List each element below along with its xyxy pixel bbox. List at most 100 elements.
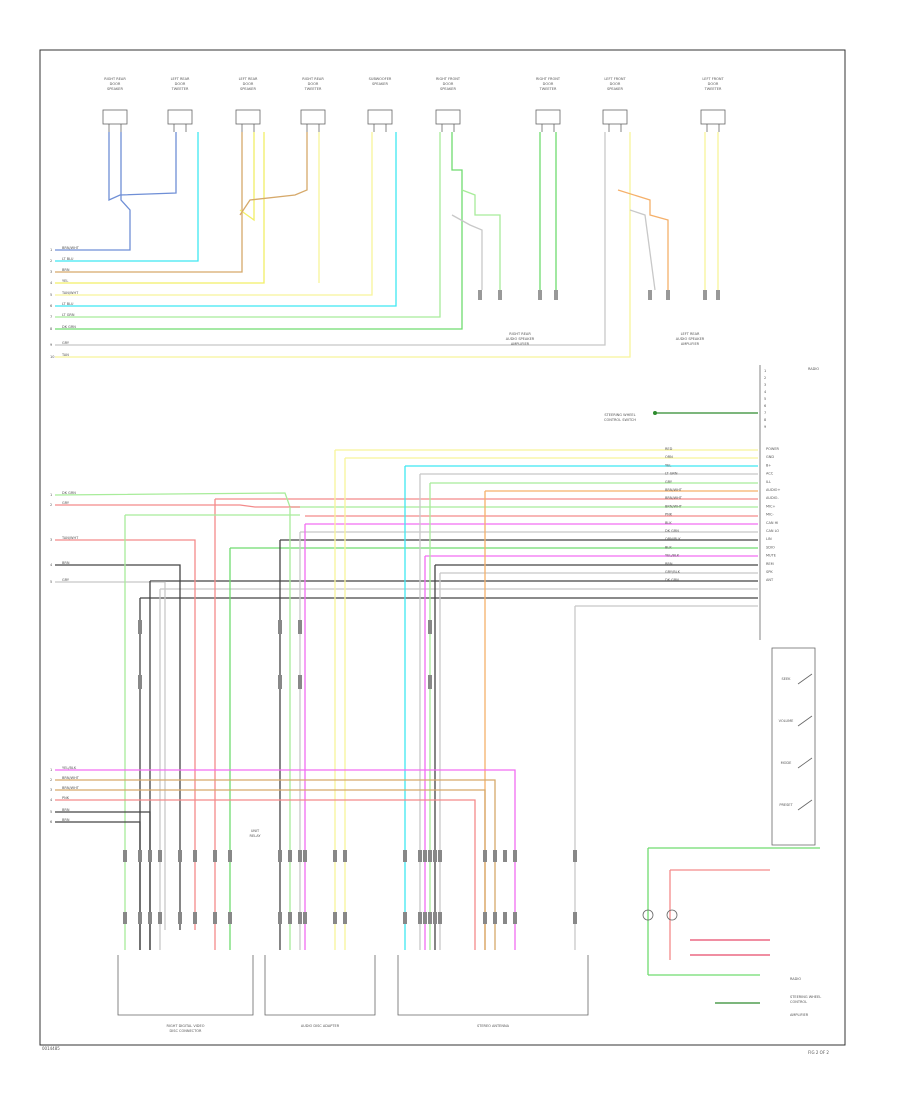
connector: [438, 850, 442, 862]
pin-number: 7: [764, 411, 766, 415]
lower-left-label: BRN: [62, 808, 70, 812]
lower-left-label: BRN/WHT: [62, 776, 80, 780]
module-label: AUDIO DISC ADAPTER: [301, 1024, 340, 1028]
pin-number: 8: [50, 327, 52, 331]
wire-label: LT BLU: [62, 257, 74, 261]
pin-number: 4: [50, 798, 53, 802]
pin-number: 9: [764, 425, 766, 429]
wire-lower: [55, 799, 476, 950]
connector: [288, 912, 292, 924]
connector: [278, 850, 282, 862]
connector: [303, 850, 307, 862]
connector: [493, 912, 497, 924]
lower-left-label: PNK: [62, 796, 70, 800]
connector: [333, 850, 337, 862]
connector: [123, 912, 127, 924]
connector: [213, 912, 217, 924]
connector: [438, 912, 442, 924]
connector: [716, 290, 720, 300]
connector: [298, 675, 302, 689]
right-pin-function: ACC: [766, 472, 774, 476]
connector: [138, 912, 142, 924]
right-wire-label: LT GRN: [665, 472, 678, 476]
wire-tan: [239, 132, 308, 216]
connector: [483, 850, 487, 862]
right-wire-label: PNK: [665, 513, 673, 517]
right-pin-function: REM: [766, 562, 774, 566]
connector: [433, 912, 437, 924]
wire-light-green: [54, 492, 291, 508]
wire-green: [55, 132, 463, 330]
right-pin-function: MIC+: [766, 504, 775, 508]
right-pin-function: AUDIO-: [766, 496, 780, 500]
wire-light-yellow: [55, 132, 373, 296]
connector: [178, 850, 182, 862]
connector: [503, 912, 507, 924]
wire-lower: [55, 821, 141, 950]
connector: [138, 620, 142, 634]
right-wire-label: GRY/BLK: [665, 570, 681, 574]
right-wire-label: DK GRN: [665, 578, 679, 582]
pin-number: 1: [50, 493, 52, 497]
wire-label: DK GRN: [62, 325, 76, 329]
pin-number: 1: [50, 768, 52, 772]
pin-number: 4: [50, 281, 53, 285]
connector: [554, 290, 558, 300]
wire-tan: [55, 132, 243, 273]
right-pin-function: CAN HI: [766, 521, 778, 525]
right-pin-function: MUTE: [766, 554, 776, 558]
connector: [573, 850, 577, 862]
right-pin-function: SPK: [766, 570, 773, 574]
right-pin-function: POWER: [766, 447, 780, 451]
switch-label: SEEK: [782, 677, 792, 681]
switch-label: VOLUME: [779, 719, 794, 723]
connector: [423, 850, 427, 862]
connector: [193, 912, 197, 924]
footer-code: 0014485: [42, 1046, 60, 1051]
pin-number: 2: [764, 376, 766, 380]
wire-label: LT BLU: [62, 302, 74, 306]
connector: [178, 912, 182, 924]
pin-number: 3: [50, 788, 52, 792]
pin-number: 4: [50, 563, 53, 567]
right-pin-function: AUDIO+: [766, 488, 780, 492]
connector: [138, 850, 142, 862]
connector: [193, 850, 197, 862]
wire-lower: [55, 769, 516, 950]
wire-layer: [54, 132, 820, 1004]
right-note: AMPLIFIER: [790, 1013, 809, 1017]
right-pin-function: ANT: [766, 578, 774, 582]
pin-number: 6: [764, 404, 766, 408]
connector: [513, 850, 517, 862]
wire-light-yellow: [55, 132, 631, 358]
right-pin-function: ILL: [766, 480, 771, 484]
wire-lower: [55, 779, 496, 950]
connector: [288, 850, 292, 862]
wire-blue: [55, 132, 131, 251]
lower-left-label: BRN: [62, 818, 70, 822]
mid-left-label: BRN: [62, 561, 70, 565]
connector: [298, 912, 302, 924]
right-wire-label: BRN: [665, 562, 673, 566]
connector: [343, 912, 347, 924]
wire-label: TAN/WHT: [61, 291, 79, 295]
connector: [158, 912, 162, 924]
wire-label: GRY: [62, 341, 70, 345]
wire-light-green: [55, 132, 441, 318]
mid-left-label: GRY: [62, 501, 70, 505]
pin-number: 3: [764, 383, 766, 387]
right-wire-label: BRN/WHT: [665, 488, 683, 492]
wire-yellow: [55, 132, 265, 284]
connector: [158, 850, 162, 862]
wire-gray: [451, 214, 483, 290]
right-wire-label: BRN/WHT: [665, 504, 683, 508]
